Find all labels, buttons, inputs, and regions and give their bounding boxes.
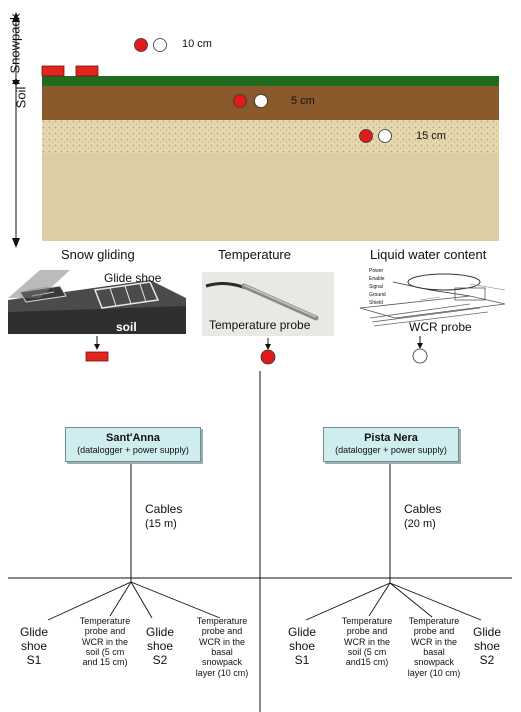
depth-label-10cm: 10 cm [182,38,212,50]
wcr-wire-label: Enable [369,276,385,282]
soil-axis-label: Soil [13,86,29,109]
snowpack-axis-label: Snowpack [7,13,23,74]
depth-label-5cm: 5 cm [291,95,315,107]
cables-label-left: Cables [145,502,183,516]
sensor-pair-10cm [134,38,167,52]
sensor-pair-15cm [359,129,392,143]
temperature-probe-photo [202,272,334,336]
station-sub: (datalogger + power supply) [77,445,189,455]
station-name: Sant'Anna [106,432,160,444]
wcr-probe-symbol [412,348,428,364]
temperature-probe-photo-label: Temperature probe [209,318,311,332]
station-box-pista-nera: Pista Nera (datalogger + power supply) [323,427,459,462]
wcr-wire-label: Signal [369,284,383,290]
depth-label-15cm: 15 cm [416,130,446,142]
gravel-layer [42,120,499,153]
glide-shoe-marker [41,65,65,77]
heading-snow-gliding: Snow gliding [61,247,135,262]
glide-shoe-soil-label: soil [116,320,137,334]
heading-liquid-water-content: Liquid water content [370,247,487,262]
cables-label-right: Cables [404,502,442,516]
sensor-pair-5cm [233,94,268,108]
sensor-fan-left [47,581,221,621]
wcr-wire-label: Shield [369,300,383,306]
station-sub: (datalogger + power supply) [335,445,447,455]
glide-shoe-marker [75,65,99,77]
temperature-probe-symbol [260,349,276,365]
glide-shoe-symbol [85,351,109,362]
depth-axis [12,12,20,248]
wcr-wire-label: Power [369,268,384,274]
glide-shoe-photo [8,266,186,334]
grass-layer [42,76,499,86]
station-box-santanna: Sant'Anna (datalogger + power supply) [65,427,201,462]
wcr-probe-photo-label: WCR probe [409,320,472,334]
topsoil-layer [42,86,499,120]
station-name: Pista Nera [364,432,418,444]
wcr-wire-label: Ground [369,292,386,298]
glide-shoe-photo-label: Glide shoe [104,271,162,285]
wcr-probe-drawing [359,273,506,327]
sensor-fan-right [305,582,482,621]
heading-temperature: Temperature [218,247,291,262]
subsoil-layer [42,153,499,241]
cables-length-left: (15 m) [145,518,177,530]
cables-length-right: (20 m) [404,518,436,530]
